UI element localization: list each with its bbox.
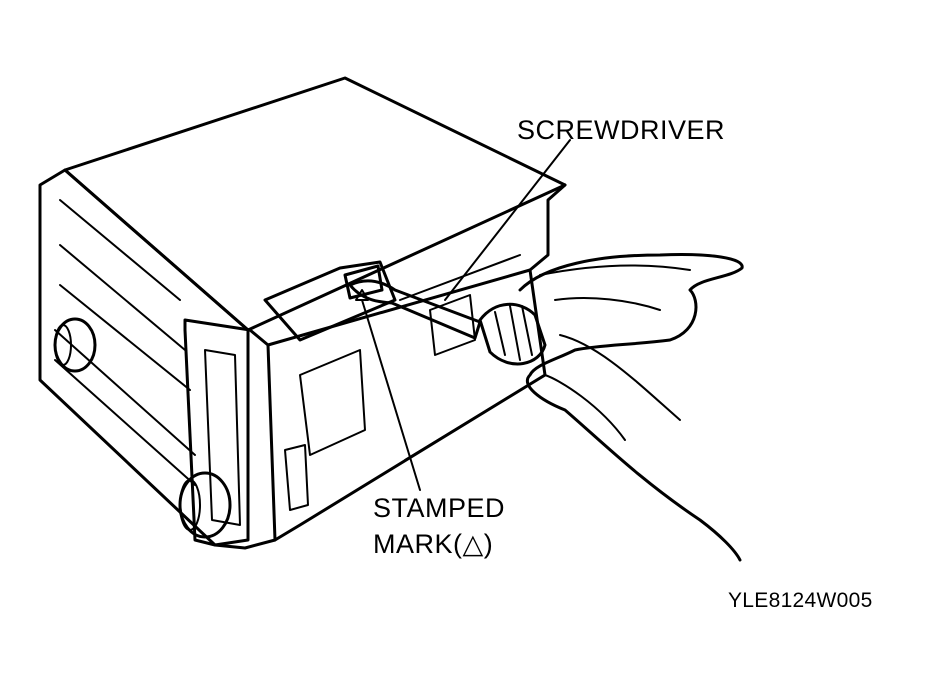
chassis-cutout-2 [284,444,309,511]
bezel-inner-line [204,349,241,526]
bracket-slot [343,264,384,300]
screwdriver-label: SCREWDRIVER [517,115,726,145]
stamped-mark-label-line2: MARK(△) [373,529,494,559]
mounting-bracket [263,260,397,342]
handle-grip-lines [494,305,533,361]
side-panel-slot-upper [59,199,191,391]
unit-top-edge [528,183,567,272]
side-panel-slot-lower [54,329,196,486]
figure-code: YLE8124W005 [728,589,873,612]
screwdriver-handle [478,302,547,366]
upper-knob-face [54,324,72,366]
chassis-cutout-3 [429,294,476,356]
screwdriver-shaft [348,279,482,340]
hand-outline [518,253,744,562]
lower-knob-icon [178,471,232,539]
stamped-mark-leader-line [361,299,421,491]
unit-left-face [38,168,250,547]
hand-finger-lines [539,264,691,441]
front-bezel [183,318,277,550]
unit-top-face [63,76,567,332]
stamped-mark-label-line1: STAMPED [373,493,506,523]
screwdriver-leader-line [444,139,571,301]
chassis-edge-detail [399,254,541,461]
stamped-mark-label: STAMPED MARK(△) [373,490,505,562]
chassis-cutout-1 [299,349,366,456]
lower-knob-face [179,479,201,531]
